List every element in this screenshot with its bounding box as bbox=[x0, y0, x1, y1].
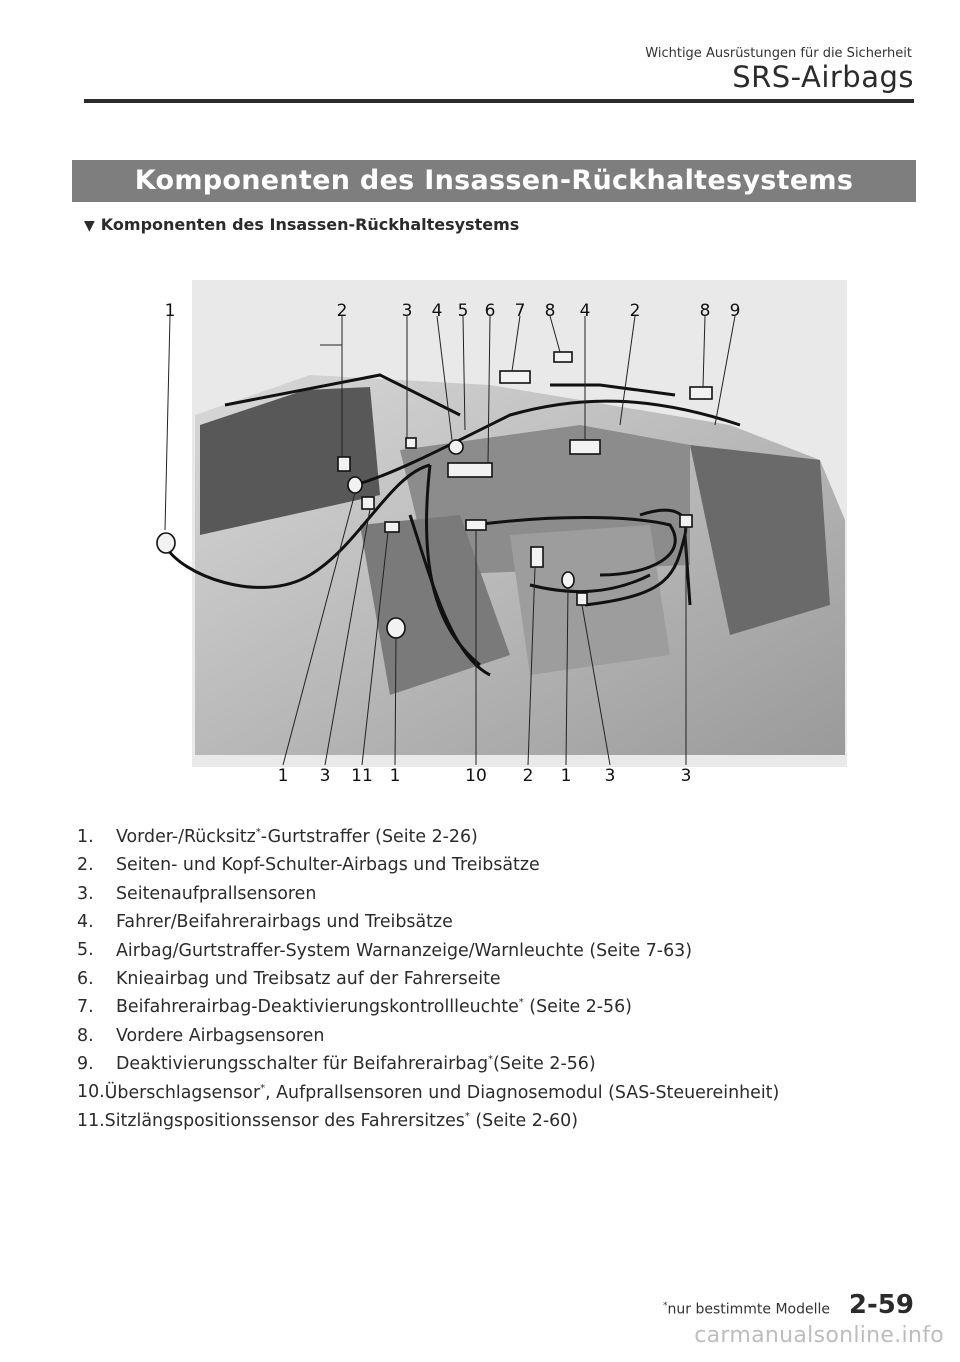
list-item: 8.Vordere Airbagsensoren bbox=[77, 1025, 325, 1046]
list-item: 10.Überschlagsensor*, Aufprallsensoren u… bbox=[77, 1082, 780, 1103]
callout-top-11: 8 bbox=[700, 301, 711, 321]
chapter-subtitle: Wichtige Ausrüstungen für die Sicherheit bbox=[645, 46, 912, 61]
callout-bottom-1: 1 bbox=[278, 766, 289, 785]
rear-window-shape bbox=[200, 387, 380, 535]
list-item: 4.Fahrer/Beifahrerairbags und Treibsätze bbox=[77, 911, 453, 932]
list-item: 11.Sitzlängspositionssensor des Fahrersi… bbox=[77, 1110, 579, 1131]
seat-shape bbox=[360, 515, 510, 695]
front-door-shape bbox=[690, 445, 830, 635]
subheading: ▼ Komponenten des Insassen-Rückhaltesyste… bbox=[84, 215, 519, 234]
callout-bottom-2: 3 bbox=[320, 766, 331, 785]
list-item: 5.Airbag/Gurtstraffer-System Warnanzeige… bbox=[77, 940, 692, 961]
callout-bottom-3: 11 bbox=[351, 766, 373, 785]
list-item: 9.Deaktivierungsschalter für Beifahrerai… bbox=[77, 1053, 596, 1074]
callout-top-1: 1 bbox=[165, 301, 176, 321]
subheading-text: Komponenten des Insassen-Rückhaltesystem… bbox=[100, 215, 520, 234]
chapter-title: SRS-Airbags bbox=[732, 60, 914, 94]
components bbox=[156, 351, 713, 639]
callout-bottom-8: 3 bbox=[605, 766, 616, 785]
callout-top-8: 8 bbox=[545, 301, 556, 321]
callout-top-6: 6 bbox=[485, 301, 496, 321]
footnote: *nur bestimmte Modelle bbox=[663, 1301, 830, 1318]
callout-bottom-4: 1 bbox=[390, 766, 401, 785]
callout-top-9: 4 bbox=[580, 301, 591, 321]
watermark: carmanualsonline.info bbox=[694, 1323, 944, 1348]
callout-bottom-7: 1 bbox=[561, 766, 572, 785]
callout-top-4: 4 bbox=[432, 301, 443, 321]
section-banner: Komponenten des Insassen-Rückhaltesystem… bbox=[72, 160, 916, 202]
list-item: 3.Seitenaufprallsensoren bbox=[77, 883, 317, 904]
callout-bottom-9: 3 bbox=[681, 766, 692, 785]
component-list: 1.Vorder-/Rücksitz*-Gurtstraffer (Seite … bbox=[77, 821, 927, 1133]
wiring-harness bbox=[163, 373, 741, 677]
callout-labels: 1 2 3 4 5 6 7 8 4 2 8 9 1 3 11 1 10 2 1 … bbox=[165, 301, 741, 785]
list-item: 1.Vorder-/Rücksitz*-Gurtstraffer (Seite … bbox=[77, 826, 478, 847]
component-diagram: 1 2 3 4 5 6 7 8 4 2 8 9 1 3 11 1 10 2 1 … bbox=[130, 275, 850, 785]
page-number: 2-59 bbox=[848, 1290, 914, 1320]
callout-top-2: 2 bbox=[337, 301, 348, 321]
callout-top-12: 9 bbox=[730, 301, 741, 321]
list-item: 6.Knieairbag und Treibsatz auf der Fahre… bbox=[77, 968, 501, 989]
callout-top-3: 3 bbox=[402, 301, 413, 321]
triangle-marker-icon: ▼ bbox=[84, 218, 95, 234]
callout-top-5: 5 bbox=[458, 301, 469, 321]
callout-top-7: 7 bbox=[515, 301, 526, 321]
list-item: 7.Beifahrerairbag-Deaktivierungskontroll… bbox=[77, 997, 632, 1018]
header-rule bbox=[84, 99, 914, 103]
center-console-shape bbox=[510, 525, 670, 675]
leader-lines bbox=[164, 315, 736, 766]
callout-bottom-6: 2 bbox=[523, 766, 534, 785]
callout-top-10: 2 bbox=[630, 301, 641, 321]
list-item: 2.Seiten- und Kopf-Schulter-Airbags und … bbox=[77, 855, 540, 876]
callout-bottom-5: 10 bbox=[465, 766, 487, 785]
